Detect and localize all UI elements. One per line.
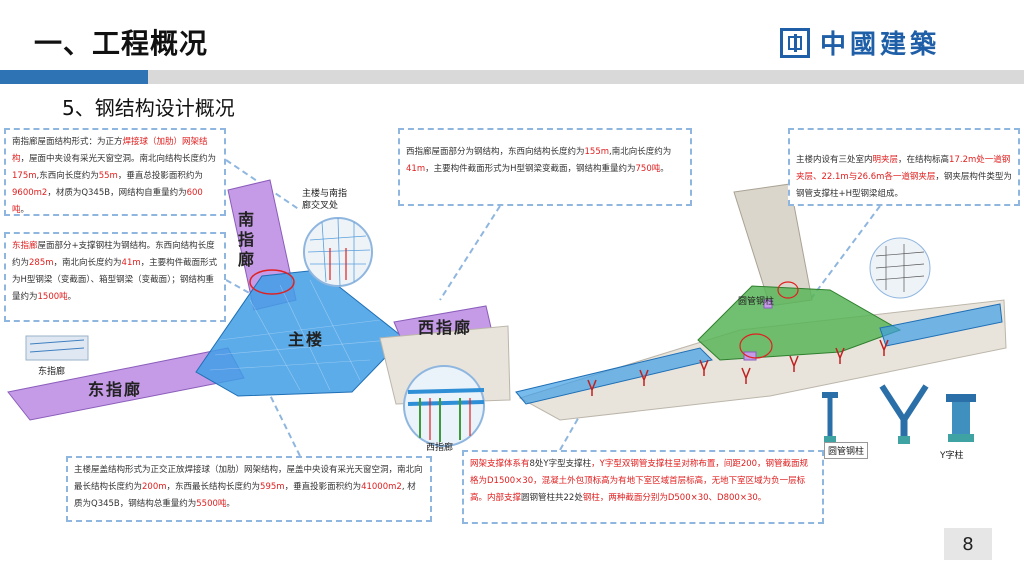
label-east-wing: 东指廊 bbox=[88, 376, 142, 400]
note-main-building: 主楼内设有三处室内明夹层，在结构标高17.2m处一道钢夹层、22.1m与26.6… bbox=[788, 128, 1020, 206]
label-west-detail: 西指廊 bbox=[426, 440, 453, 453]
y-column-detail bbox=[882, 386, 926, 444]
box-column-detail bbox=[946, 394, 976, 442]
label-south-wing: 南指廊 bbox=[238, 210, 262, 270]
note-roof: 主楼屋盖结构形式为正交正放焊接球（加肋）网架结构，屋盖中央设有采光天窗空洞，南北… bbox=[66, 456, 432, 522]
label-round-column-a: 圆管钢柱 bbox=[738, 294, 774, 307]
round-column-detail bbox=[822, 392, 838, 442]
note-east-wing: 东指廊屋面部分+支撑钢柱为钢结构。东西向结构长度约为285m，南北向长度约为41… bbox=[4, 232, 226, 322]
west-detail bbox=[404, 366, 484, 446]
label-y-column: Y字柱 bbox=[940, 448, 964, 461]
label-junction: 主楼与南指 廊交叉处 bbox=[302, 188, 362, 212]
label-east-thumb: 东指廊 bbox=[38, 364, 65, 377]
label-west-wing: 西指廊 bbox=[418, 314, 472, 338]
label-round-column-b: 圆管钢柱 bbox=[824, 442, 868, 459]
note-west-wing: 西指廊屋面部分为钢结构，东西向结构长度约为155m,南北向长度约为41m，主要构… bbox=[398, 128, 692, 206]
note-support-system: 网架支撑体系有8处Y字型支撑柱，Y字型双钢管支撑柱呈对称布置，间距200，钢管截… bbox=[462, 450, 824, 524]
page-number: 8 bbox=[944, 528, 992, 560]
note-south-wing: 南指廊屋面结构形式：为正方焊接球（加肋）网架结构，屋面中夹设有采光天窗空洞。南北… bbox=[4, 128, 226, 216]
label-main-building: 主楼 bbox=[288, 326, 324, 350]
